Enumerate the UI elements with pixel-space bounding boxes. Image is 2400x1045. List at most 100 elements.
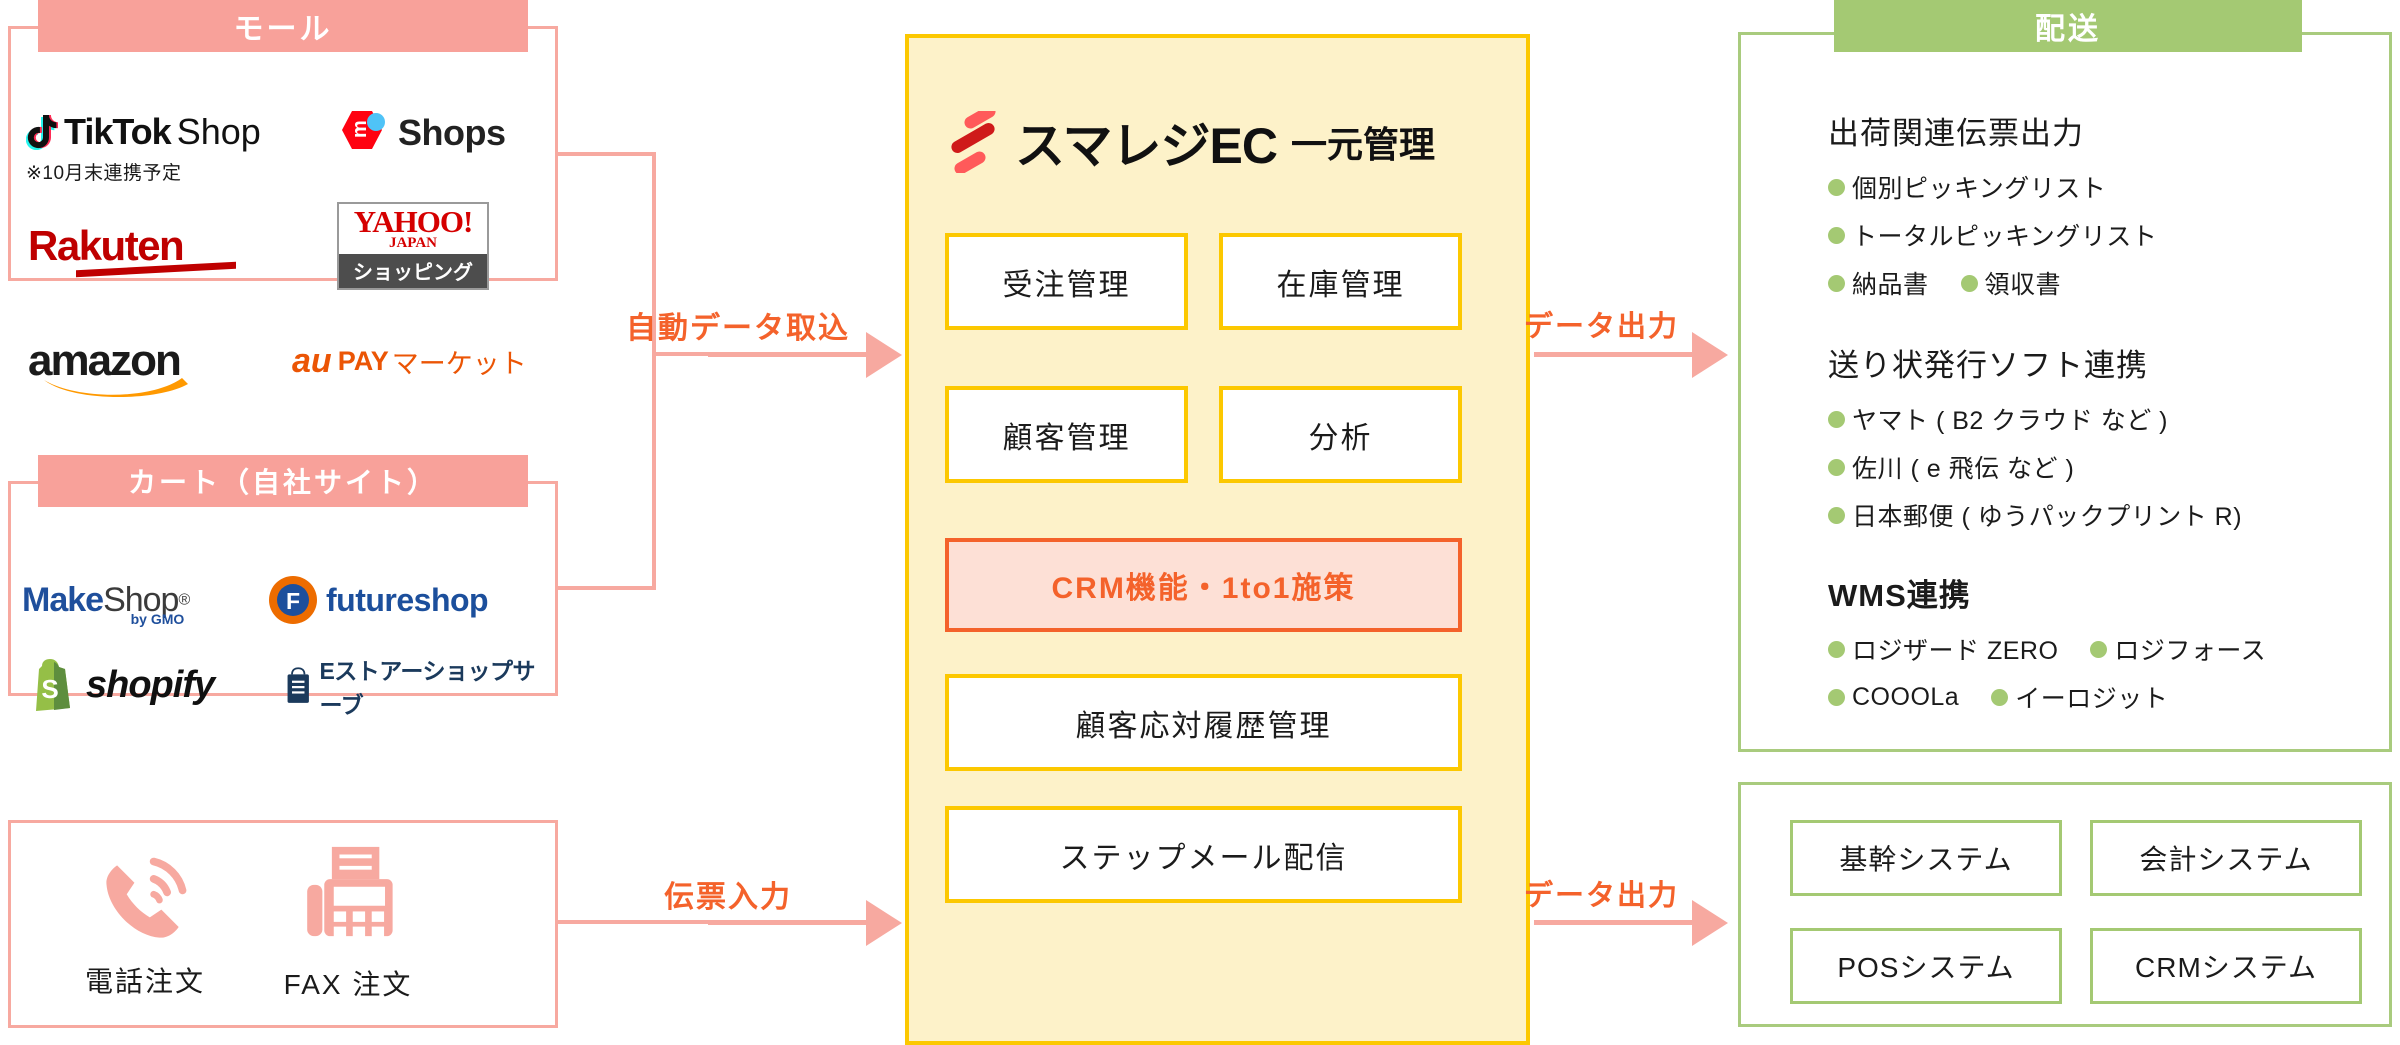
list-item-label: ヤマト ( B2 クラウド など ) <box>1852 407 2168 435</box>
futureshop-label: futureshop <box>326 581 489 618</box>
delivery-group-shipping-slips: 出荷関連伝票出力 個別ピッキングリスト トータルピッキングリスト 納品書 領収書 <box>1828 108 2157 301</box>
group-title: WMS連携 <box>1828 578 1971 613</box>
module-label: 在庫管理 <box>1276 268 1405 302</box>
svg-text:S: S <box>41 674 58 704</box>
module-customer-history[interactable]: 顧客応対履歴管理 <box>945 674 1462 771</box>
bullet-dot-icon <box>1828 226 1845 244</box>
bullet-dot-icon <box>1991 688 2009 706</box>
list-item: 個別ピッキングリスト <box>1828 169 2157 205</box>
phone-order-label: 電話注文 <box>84 966 205 997</box>
tiktok-note-icon <box>26 115 58 150</box>
list-item-label: イーロジット <box>2015 685 2169 713</box>
logo-futureshop: F futureshop <box>268 572 548 628</box>
logo-shopify: S shopify <box>30 656 270 714</box>
connector-manual-stub <box>556 920 712 924</box>
bullet-dot-icon <box>1828 274 1845 292</box>
svg-text:F: F <box>286 588 300 614</box>
list-item: ヤマト ( B2 クラウド など ) <box>1828 401 2242 437</box>
module-analytics[interactable]: 分析 <box>1219 386 1462 483</box>
au-brand-label: au <box>292 341 332 380</box>
delivery-panel <box>1738 32 2392 752</box>
list-item-label: 個別ピッキングリスト <box>1852 175 2107 203</box>
amazon-smile-icon <box>44 378 188 398</box>
connector-cart-stub <box>556 586 656 590</box>
bullet-dot-icon <box>1828 410 1845 428</box>
brand-suffix: 一元管理 <box>1290 124 1435 165</box>
phone-icon <box>106 857 187 938</box>
list-item-label: 領収書 <box>1984 271 2062 299</box>
arrow-auto-import-line <box>708 352 868 357</box>
estore-label: Eストアーショップサーブ <box>319 658 535 718</box>
connector-merge-vertical <box>652 152 656 590</box>
logo-makeshop: MakeShop® by GMO <box>22 570 252 630</box>
module-label: 顧客管理 <box>1002 421 1131 455</box>
makeshop-gmo-label: by GMO <box>130 610 185 627</box>
list-item-label: ロジフォース <box>2114 637 2267 665</box>
logo-yahoo-shopping: YAHOO! JAPAN ショッピング <box>318 202 508 290</box>
list-item-label: ロジザード ZERO <box>1852 637 2059 665</box>
yahoo-shopping-label: ショッピング <box>339 253 487 288</box>
bullet-dot-icon <box>1828 688 1845 706</box>
system-label: 会計システム <box>2139 844 2313 875</box>
connector-mall-stub <box>556 152 656 156</box>
futureshop-mark-icon: F <box>269 576 317 624</box>
list-item: 納品書 領収書 <box>1828 265 2157 301</box>
amazon-label: amazon <box>28 336 182 385</box>
group-title: 出荷関連伝票出力 <box>1828 116 2084 151</box>
module-inventory-management[interactable]: 在庫管理 <box>1219 233 1462 330</box>
cart-header-label: カート（自社サイト） <box>127 467 438 498</box>
au-pay-label: PAY <box>337 345 389 376</box>
logo-amazon: amazon <box>28 330 278 398</box>
module-step-mail[interactable]: ステップメール配信 <box>945 806 1462 903</box>
mercari-hexagon-icon: m <box>342 111 385 149</box>
list-item: COOOLa イーロジット <box>1828 679 2266 715</box>
makeshop-shop-label: Shop <box>103 580 179 619</box>
yahoo-label: YAHOO! <box>353 204 474 240</box>
arrow-data-output-bottom-label: データ出力 <box>1524 880 1680 912</box>
list-item: トータルピッキングリスト <box>1828 217 2157 253</box>
group-title: 送り状発行ソフト連携 <box>1828 348 2148 383</box>
logo-tiktok-shop: TikTok Shop <box>26 108 326 156</box>
tiktok-label: TikTok <box>64 111 172 152</box>
bullet-dot-icon <box>1828 640 1845 658</box>
module-order-management[interactable]: 受注管理 <box>945 233 1188 330</box>
delivery-group-waybill-software: 送り状発行ソフト連携 ヤマト ( B2 クラウド など ) 佐川 ( e 飛伝 … <box>1828 340 2242 533</box>
system-pos[interactable]: POSシステム <box>1790 928 2062 1004</box>
fax-order-label: FAX 注文 <box>283 969 413 1000</box>
module-customer-management[interactable]: 顧客管理 <box>945 386 1188 483</box>
au-market-label: マーケット <box>391 348 527 379</box>
smaregi-logo-icon <box>951 111 996 173</box>
brand-name: スマレジEC <box>1015 118 1278 174</box>
module-stepmail-label: ステップメール配信 <box>1059 841 1348 875</box>
system-accounting[interactable]: 会計システム <box>2090 820 2362 896</box>
system-label: 基幹システム <box>1839 844 2013 875</box>
bullet-dot-icon <box>1828 458 1845 476</box>
logo-au-pay-market: au PAY マーケット <box>292 338 548 384</box>
makeshop-registered-icon: ® <box>178 591 191 609</box>
logo-estore-shopserve: Eストアーショップサーブ <box>284 658 550 718</box>
module-crm[interactable]: CRM機能・1to1施策 <box>945 538 1462 632</box>
arrow-data-output-top-label: データ出力 <box>1524 311 1680 343</box>
bullet-dot-icon <box>2090 640 2108 658</box>
bullet-dot-icon <box>1828 178 1845 196</box>
arrow-data-output-top-head <box>1692 332 1728 378</box>
arrow-auto-import-label: 自動データ取込 <box>626 312 850 345</box>
estore-bag-icon <box>287 667 309 703</box>
arrow-auto-import-head <box>866 332 902 378</box>
mall-header: モール <box>38 0 528 52</box>
system-core[interactable]: 基幹システム <box>1790 820 2062 896</box>
delivery-header-label: 配送 <box>2035 13 2101 46</box>
list-item-label: 日本郵便 ( ゆうパックプリント R) <box>1852 503 2243 531</box>
tiktok-shop-label: Shop <box>176 111 261 152</box>
yahoo-japan-label: JAPAN <box>388 234 438 251</box>
shopify-label: shopify <box>86 663 215 706</box>
bullet-dot-icon <box>1828 506 1845 524</box>
arrow-slip-input-head <box>866 900 902 946</box>
makeshop-make-label: Make <box>22 580 104 619</box>
system-crm[interactable]: CRMシステム <box>2090 928 2362 1004</box>
arrow-slip-input-line <box>708 920 868 925</box>
list-item: 佐川 ( e 飛伝 など ) <box>1828 449 2242 485</box>
mall-header-label: モール <box>233 13 333 46</box>
module-crm-label: CRM機能・1to1施策 <box>1051 572 1356 605</box>
